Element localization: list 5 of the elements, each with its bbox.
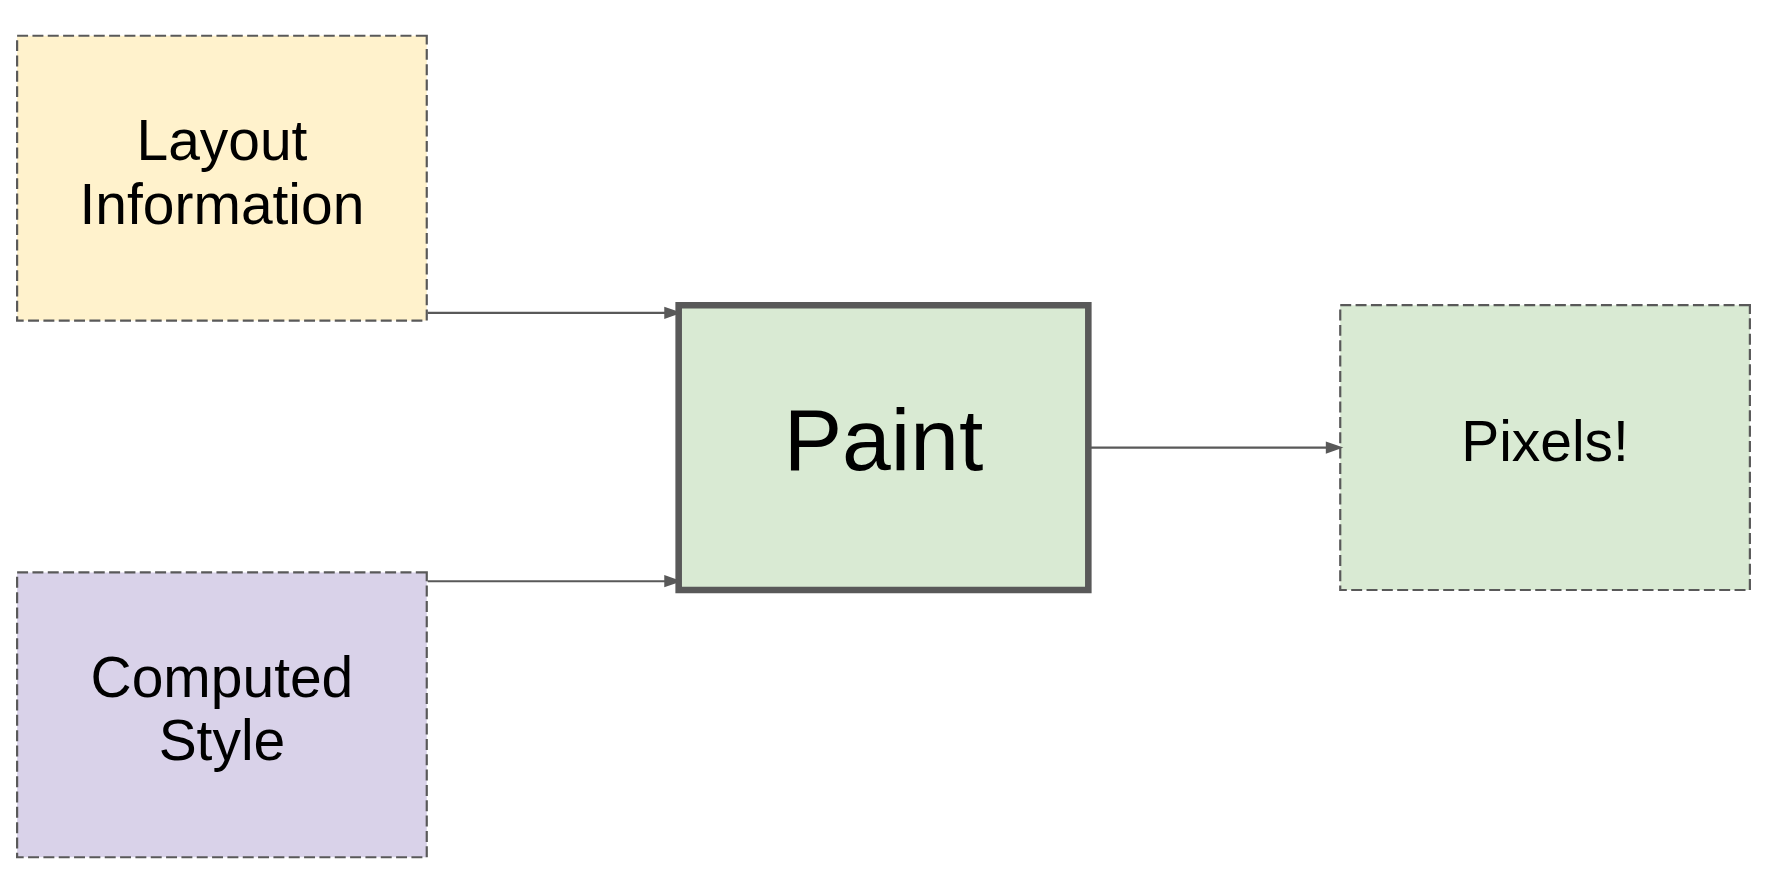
node-box: Pixels! — [1339, 304, 1751, 592]
arrow — [1089, 441, 1344, 454]
node-box: Paint — [675, 301, 1092, 594]
node-box: Layout Information — [16, 34, 428, 322]
node-box: Computed Style — [16, 571, 428, 859]
